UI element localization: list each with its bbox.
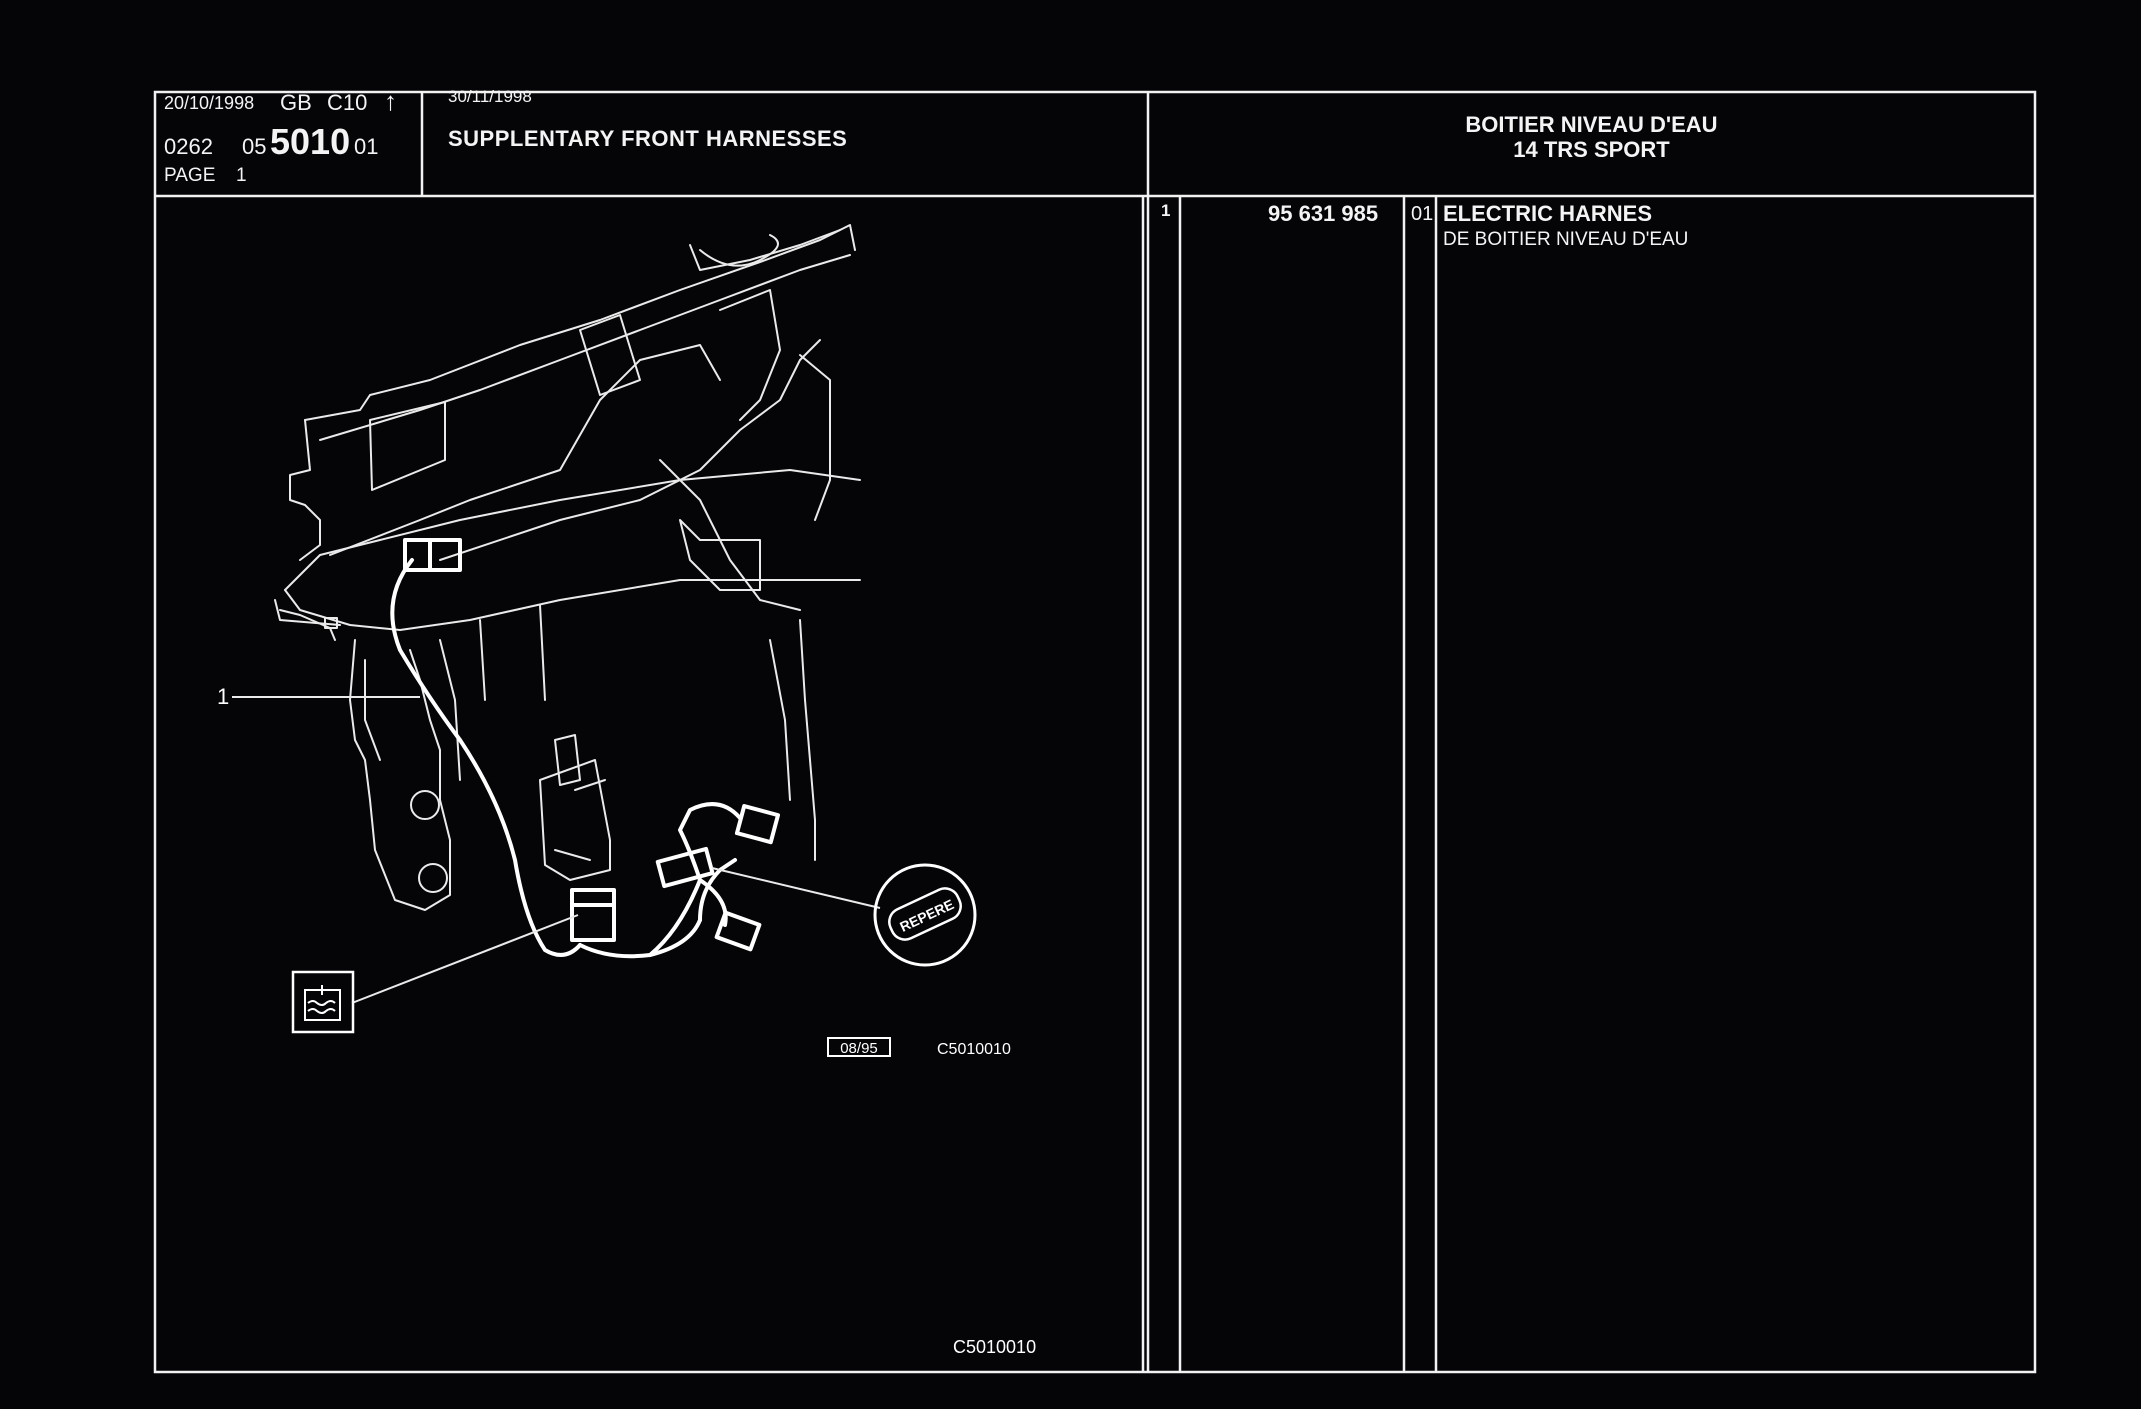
part-name: ELECTRIC HARNES xyxy=(1443,201,1653,226)
subtitle-line-1: BOITIER NIVEAU D'EAU xyxy=(1465,112,1718,137)
water-level-icon xyxy=(291,970,355,1034)
issue-date: 20/10/1998 xyxy=(164,93,255,113)
version-code: 01 xyxy=(354,134,379,159)
callout-1: 1 xyxy=(217,684,229,709)
part-qty: 01 xyxy=(1411,203,1434,225)
page-title: SUPPLENTARY FRONT HARNESSES xyxy=(448,126,848,151)
country-code: GB xyxy=(280,90,312,115)
vehicle-code: C10 xyxy=(327,90,368,115)
repere-callout: REPERE xyxy=(873,863,977,967)
subtitle-line-2: 14 TRS SPORT xyxy=(1513,137,1670,162)
page-number: 1 xyxy=(236,165,247,186)
update-date: 30/11/1998 xyxy=(448,87,532,106)
drawing-code: C5010010 xyxy=(937,1041,1011,1058)
repere-label: REPERE xyxy=(897,896,956,935)
drawing-code-footer: C5010010 xyxy=(953,1337,1036,1357)
page-label: PAGE xyxy=(164,165,216,186)
date-box-label: 08/95 xyxy=(840,1040,878,1057)
date-box xyxy=(827,1037,891,1057)
plate-number: 5010 xyxy=(270,121,351,162)
group-code: 05 xyxy=(242,134,267,159)
catalog-prefix: 0262 xyxy=(164,134,213,159)
up-arrow-icon: ↑ xyxy=(384,86,397,116)
part-ref: 1 xyxy=(1161,201,1171,220)
part-description: DE BOITIER NIVEAU D'EAU xyxy=(1443,229,1689,250)
part-number: 95 631 985 xyxy=(1268,201,1379,226)
